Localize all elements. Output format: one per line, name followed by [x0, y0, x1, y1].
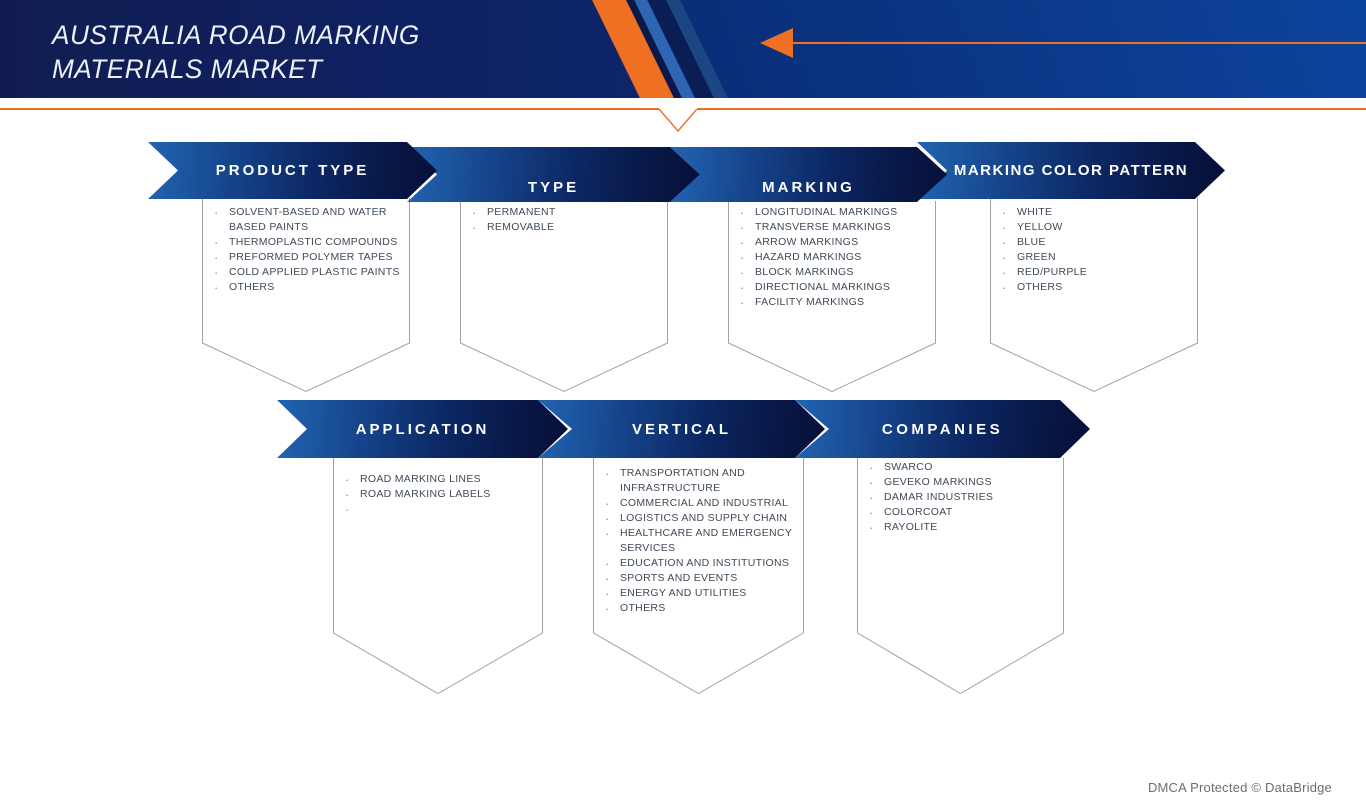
list-item: PREFORMED POLYMER TAPES: [202, 250, 410, 265]
title-line-1: AUSTRALIA ROAD MARKING: [52, 20, 420, 50]
separator-line-left: [0, 108, 659, 110]
segment-list-vertical: TRANSPORTATION AND INFRASTRUCTURECOMMERC…: [593, 466, 804, 616]
list-item: PERMANENT: [460, 205, 668, 220]
segment-title: MARKING: [762, 179, 855, 196]
banner-vertical: VERTICAL: [538, 400, 825, 458]
title-line-2: MATERIALS MARKET: [52, 54, 323, 84]
banner-companies: COMPANIES: [795, 400, 1090, 458]
segment-list-marking: LONGITUDINAL MARKINGSTRANSVERSE MARKINGS…: [728, 205, 936, 310]
chevron-down-icon: [658, 109, 698, 133]
segment-title: COMPANIES: [881, 420, 1004, 438]
list-item: SOLVENT-BASED AND WATER BASED PAINTS: [202, 205, 410, 235]
banner-type: TYPE: [407, 147, 700, 202]
list-item: DAMAR INDUSTRIES: [857, 490, 1064, 505]
banner-application: APPLICATION: [277, 400, 568, 458]
header-rule-line: [791, 42, 1366, 44]
list-item: SWARCO: [857, 460, 1064, 475]
header-banner: AUSTRALIA ROAD MARKING MATERIALS MARKET: [0, 0, 1366, 98]
list-item: EDUCATION AND INSTITUTIONS: [593, 556, 804, 571]
pennant-outline-type: [460, 201, 668, 393]
list-item: DIRECTIONAL MARKINGS: [728, 280, 936, 295]
segment-list-marking-color-pattern: WHITEYELLOWBLUEGREENRED/PURPLEOTHERS: [990, 205, 1198, 295]
list-item: LOGISTICS AND SUPPLY CHAIN: [593, 511, 804, 526]
list-item: COLD APPLIED PLASTIC PAINTS: [202, 265, 410, 280]
segment-list-companies: SWARCOGEVEKO MARKINGSDAMAR INDUSTRIESCOL…: [857, 460, 1064, 535]
banner-product-type: PRODUCT TYPE: [148, 142, 437, 199]
list-item: OTHERS: [202, 280, 410, 295]
segment-title: APPLICATION: [355, 420, 490, 438]
list-item: WHITE: [990, 205, 1198, 220]
list-item: BLUE: [990, 235, 1198, 250]
list-item: COMMERCIAL AND INDUSTRIAL: [593, 496, 804, 511]
left-arrow-icon: [760, 28, 793, 58]
list-item: HEALTHCARE AND EMERGENCY SERVICES: [593, 526, 804, 556]
list-item: LONGITUDINAL MARKINGS: [728, 205, 936, 220]
separator-line-right: [697, 108, 1366, 110]
segment-list-product-type: SOLVENT-BASED AND WATER BASED PAINTSTHER…: [202, 205, 410, 295]
segment-list-type: PERMANENTREMOVABLE: [460, 205, 668, 235]
list-item: GREEN: [990, 250, 1198, 265]
list-item: COLORCOAT: [857, 505, 1064, 520]
list-item: OTHERS: [593, 601, 804, 616]
segment-title: VERTICAL: [632, 420, 731, 438]
banner-marking-color-pattern: MARKING COLOR PATTERN: [917, 142, 1225, 199]
dmca-watermark: DMCA Protected © DataBridge: [1147, 780, 1332, 795]
list-item: OTHERS: [990, 280, 1198, 295]
list-item: ENERGY AND UTILITIES: [593, 586, 804, 601]
list-item: SPORTS AND EVENTS: [593, 571, 804, 586]
pennant-outline-companies: [857, 458, 1064, 695]
segment-title: MARKING COLOR PATTERN: [953, 162, 1189, 179]
banner-marking: MARKING: [670, 147, 947, 202]
list-item: ARROW MARKINGS: [728, 235, 936, 250]
list-item: TRANSPORTATION AND INFRASTRUCTURE: [593, 466, 804, 496]
pennant-outline-application: [333, 458, 543, 695]
list-item: REMOVABLE: [460, 220, 668, 235]
segment-title: TYPE: [527, 179, 580, 196]
list-item: ROAD MARKING LABELS: [333, 487, 543, 502]
page-title: AUSTRALIA ROAD MARKING MATERIALS MARKET: [52, 18, 420, 86]
list-item: BLOCK MARKINGS: [728, 265, 936, 280]
list-item: RAYOLITE: [857, 520, 1064, 535]
list-item: ROAD MARKING LINES: [333, 472, 543, 487]
list-item: TRANSVERSE MARKINGS: [728, 220, 936, 235]
list-item: THERMOPLASTIC COMPOUNDS: [202, 235, 410, 250]
segment-list-application: ROAD MARKING LINESROAD MARKING LABELS: [333, 472, 543, 517]
list-item: FACILITY MARKINGS: [728, 295, 936, 310]
list-item: RED/PURPLE: [990, 265, 1198, 280]
list-item: HAZARD MARKINGS: [728, 250, 936, 265]
list-item: [333, 502, 543, 517]
segment-title: PRODUCT TYPE: [215, 162, 370, 179]
list-item: YELLOW: [990, 220, 1198, 235]
list-item: GEVEKO MARKINGS: [857, 475, 1064, 490]
